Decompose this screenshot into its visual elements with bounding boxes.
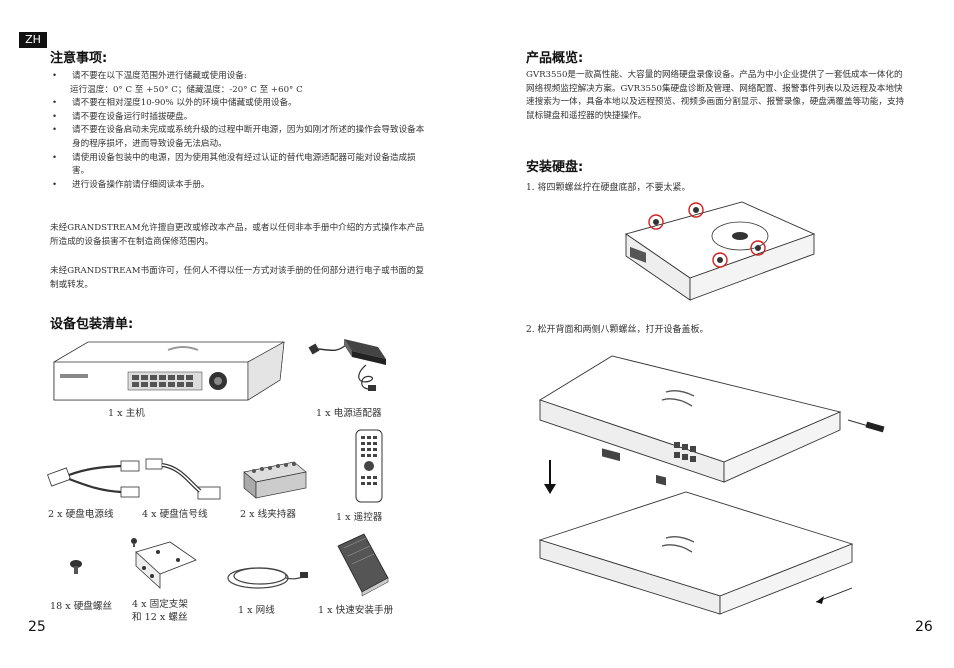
overview-paragraph: GVR3550是一款高性能、大容量的网络硬盘录像设备。产品为中小企业提供了一套低… [526,70,905,121]
cover-removal-illustration [538,355,885,615]
hdd-power-cable-illustration [47,460,140,498]
screws-illustration [70,560,82,574]
step-1-text: 1. 将四颗螺丝拧在硬盘底部，不要太紧。 [526,183,691,193]
terminal-block-illustration [243,461,307,499]
note-item: 进行设备操作前请仔细阅读本手册。 [50,179,425,193]
copyright-paragraph: 未经GRANDSTREAM书面许可，任何人不得以任一方式对该手册的任何部分进行电… [50,266,425,290]
item-hdd-power-caption: 2 x 硬盘电源线 [48,509,114,520]
screw-highlight-circles [648,202,766,268]
note-item: 请不要在设备运行时插拔硬盘。 [50,111,425,125]
note-item: 请不要在以下温度范围外进行储藏或使用设备:运行温度：0° C 至 +50° C；… [50,70,425,97]
hdd-signal-cable-illustration [145,458,221,500]
note-item: 请不要在相对湿度10-90% 以外的环境中储藏或使用设备。 [50,97,425,111]
remote-illustration [355,429,383,503]
bracket-illustration [135,541,197,589]
package-title: 设备包装清单: [50,317,134,332]
power-adapter-illustration [308,339,386,391]
page-number-left: 25 [28,619,46,635]
item-cable-caption: 1 x 网线 [238,605,275,616]
install-title: 安装硬盘: [526,160,584,175]
item-screws-caption: 18 x 硬盘螺丝 [50,601,113,612]
item-bracket-caption-2: 和 12 x 螺丝 [132,612,188,623]
small-screw-illustration [131,538,137,547]
item-terminal-caption: 2 x 线夹持器 [240,509,296,520]
temp-line: 运行温度：0° C 至 +50° C；储藏温度：-20° C 至 +60° C [70,84,303,95]
step-2-text: 2. 松开背面和两侧八颗螺丝，打开设备盖板。 [526,325,709,335]
modification-paragraph: 未经GRANDSTREAM允许擅自更改或修改本产品，或者以任何非本手册中介绍的方… [50,223,425,247]
notes-title: 注意事项: [50,51,108,66]
item-host-caption: 1 x 主机 [108,408,145,419]
item-hdd-signal-caption: 4 x 硬盘信号线 [142,509,208,520]
item-remote-caption: 1 x 遥控器 [336,512,383,523]
note-item: 请使用设备包装中的电源，因为使用其他没有经过认证的替代电源适配器可能对设备造成损… [50,152,425,179]
hard-drive-illustration [624,201,816,301]
language-tag: ZH [19,32,47,48]
item-power-caption: 1 x 电源适配器 [316,408,382,419]
note-item: 请不要在设备启动未完成或系统升级的过程中断开电源，因为如刚才所述的操作会导致设备… [50,124,425,151]
host-device-illustration [53,341,285,401]
item-guide-caption: 1 x 快速安装手册 [318,605,394,616]
page-number-right: 26 [915,619,933,635]
network-cable-illustration [227,567,308,589]
overview-title: 产品概览: [526,51,584,66]
quick-guide-illustration [337,533,389,597]
item-bracket-caption-1: 4 x 固定支架 [132,599,188,610]
notes-block: 请不要在以下温度范围外进行储藏或使用设备:运行温度：0° C 至 +50° C；… [50,70,425,192]
